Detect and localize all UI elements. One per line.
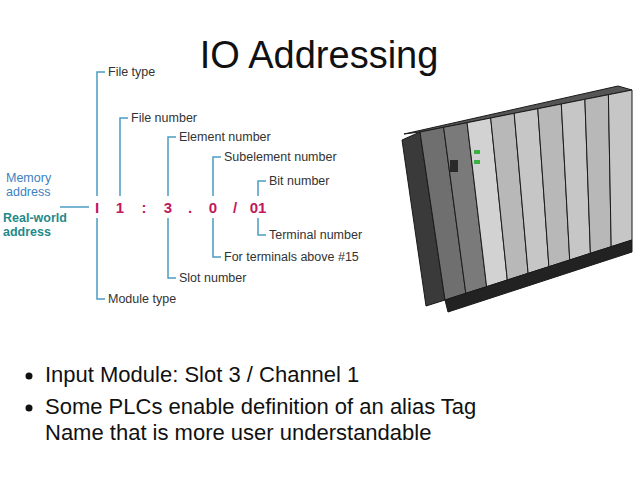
address-char: 01: [250, 199, 267, 216]
leader-lines: [60, 72, 266, 299]
address-char: 1: [116, 199, 124, 216]
address-char: 0: [209, 199, 217, 216]
field-label: Terminal number: [269, 228, 362, 242]
field-label: File type: [108, 65, 155, 79]
slide-title: IO Addressing: [0, 34, 638, 77]
bullet-dot: [26, 373, 33, 380]
address-char: 3: [164, 199, 172, 216]
plc-rack: [402, 86, 632, 312]
address-char: I: [95, 199, 99, 216]
row-label: Memory address: [6, 171, 62, 199]
field-label: Subelement number: [224, 150, 337, 164]
bullet-text: Input Module: Slot 3 / Channel 1: [45, 362, 625, 388]
field-label: File number: [131, 111, 197, 125]
field-label: Slot number: [179, 271, 246, 285]
address-char: /: [233, 199, 237, 216]
field-label: Element number: [179, 130, 271, 144]
row-label: Real-world address: [3, 211, 75, 239]
field-label: Module type: [108, 292, 176, 306]
bullet-text: Some PLCs enable definition of an alias …: [45, 394, 485, 446]
bullet-dot: [26, 405, 33, 412]
address-char: :: [142, 199, 147, 216]
field-label: Bit number: [269, 174, 329, 188]
field-label: For terminals above #15: [224, 250, 359, 264]
address-char: .: [188, 199, 192, 216]
